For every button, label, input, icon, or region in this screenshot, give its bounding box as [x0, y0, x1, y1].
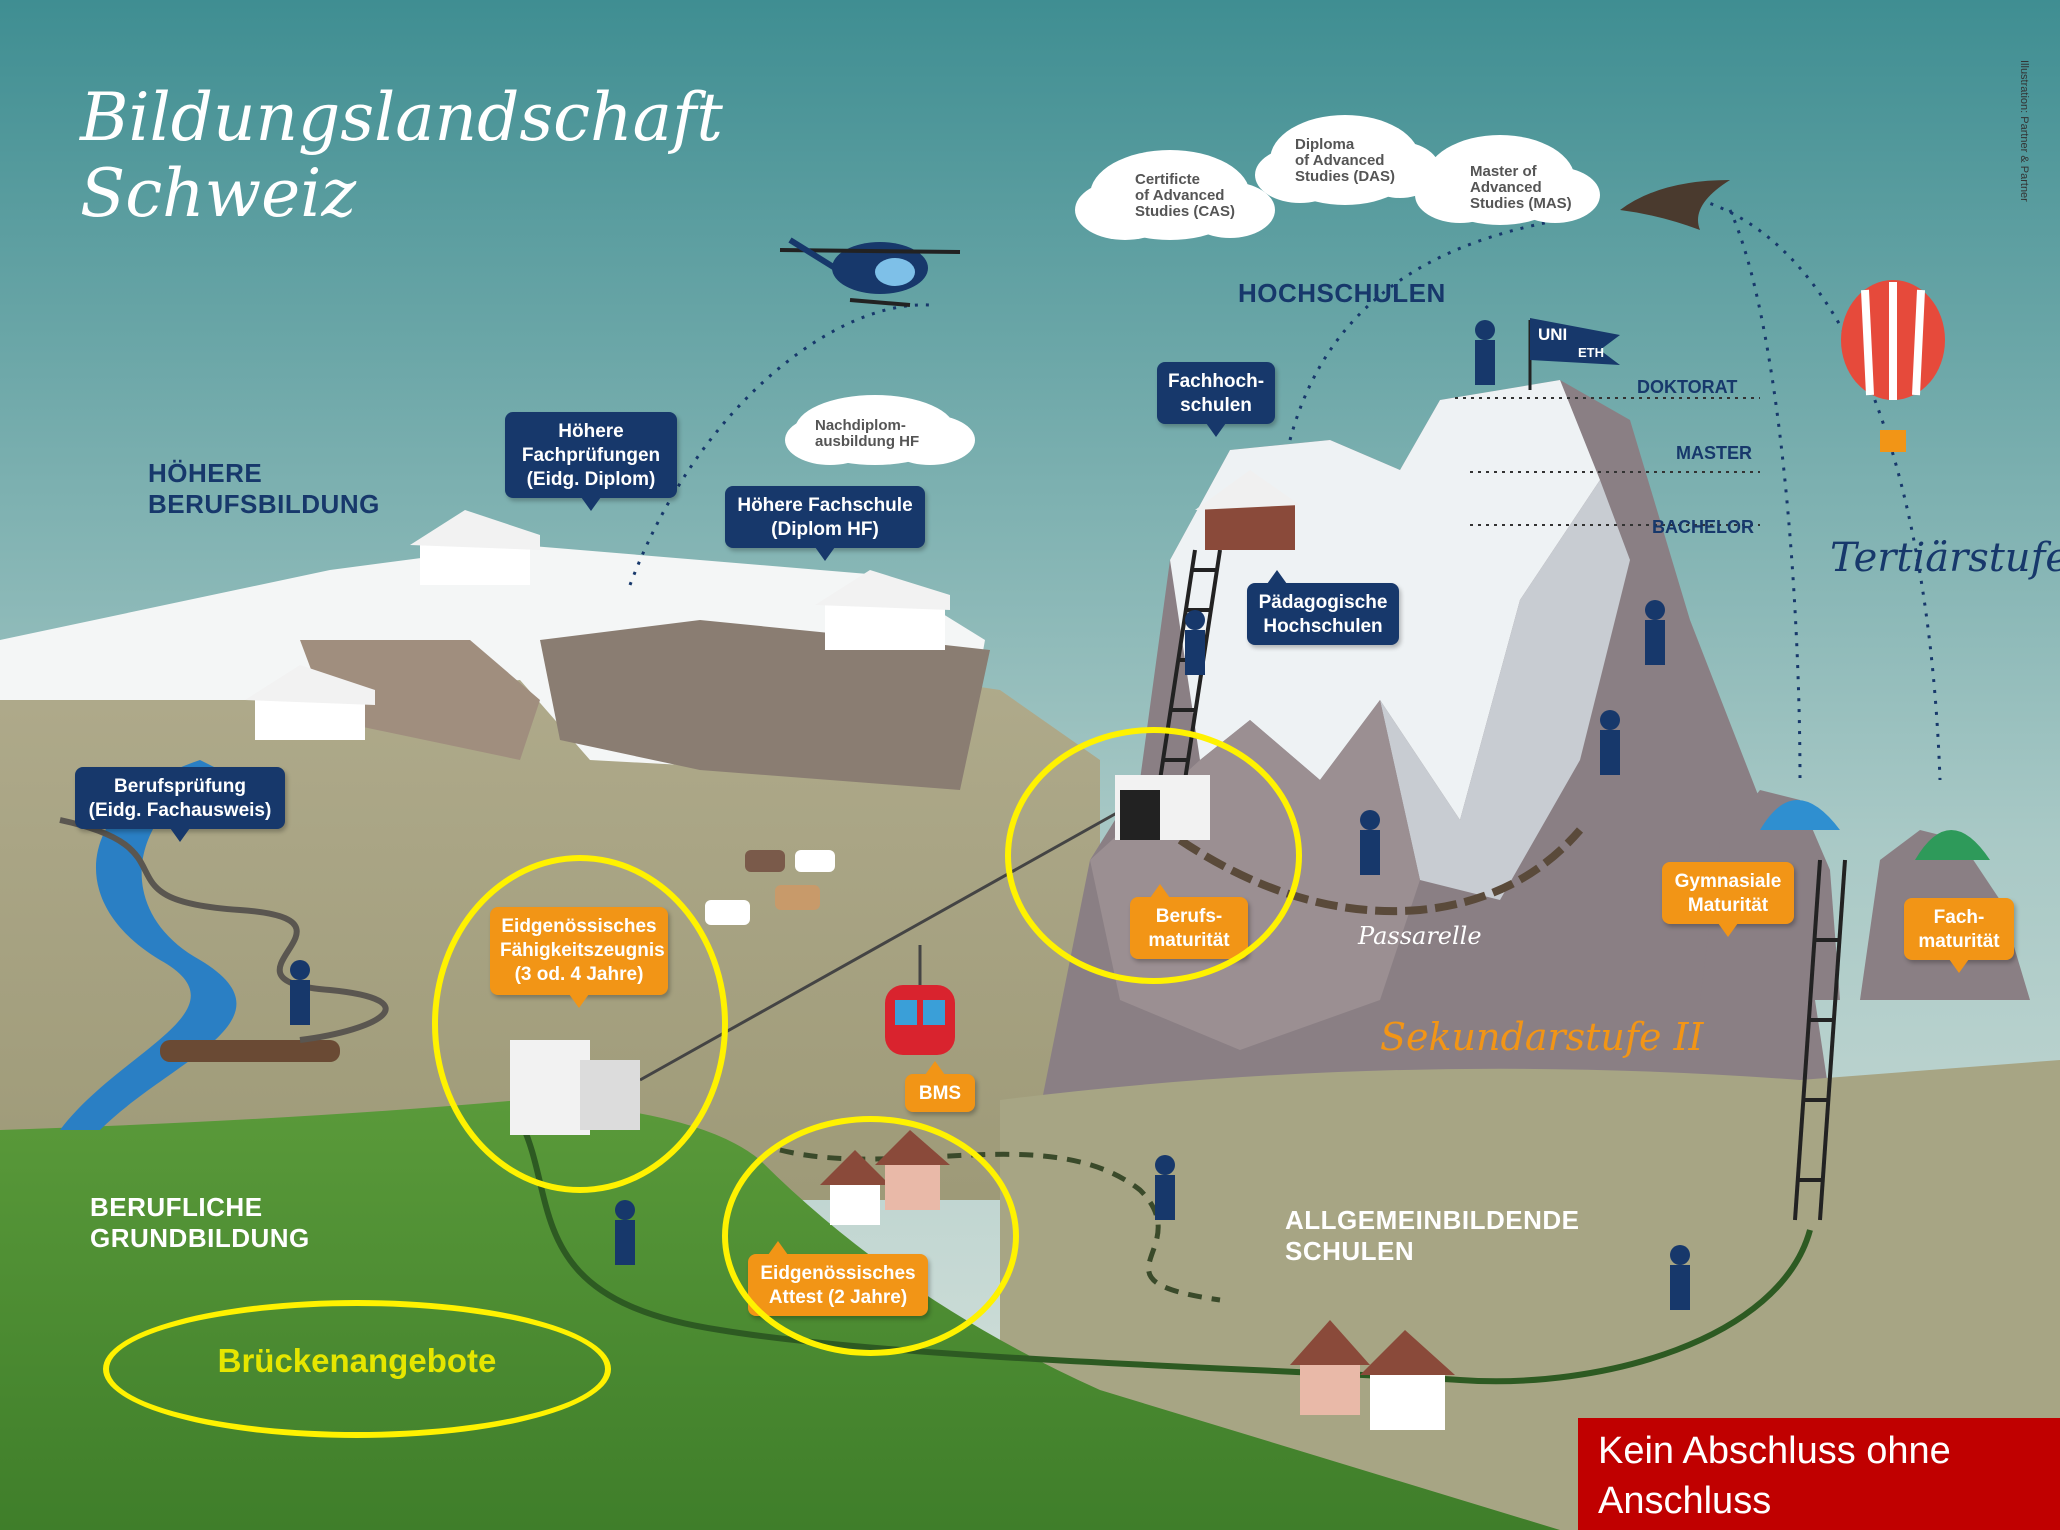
- highlight-ring-brueckenangebote: [103, 1300, 611, 1438]
- plateau-cliff: [540, 620, 990, 790]
- uni-eth-flag: [1528, 318, 1620, 390]
- cloud-das: [1255, 115, 1440, 205]
- flag-uni-label: UNI: [1538, 325, 1568, 344]
- highlight-ring-attest: [722, 1116, 1019, 1356]
- cloud-nachdiplom-label: Nachdiplom- ausbildung HF: [815, 417, 920, 450]
- people: [290, 320, 1690, 1310]
- level-bachelor: BACHELOR: [1652, 517, 1754, 537]
- flag-eth-label: ETH: [1578, 345, 1604, 360]
- box-fachmaturitaet: Fach- maturität: [1904, 898, 2014, 973]
- houses-schulen: [1290, 1320, 1455, 1430]
- hot-air-balloon: [1841, 280, 1945, 452]
- right-meadow: [1000, 1060, 2060, 1530]
- house-fachschule: [815, 570, 950, 650]
- eagle: [1620, 180, 1730, 230]
- box-hoehere-fachschule: Höhere Fachschule (Diplom HF): [725, 486, 925, 561]
- section-allgemeinbildende-schulen: ALLGEMEINBILDENDE SCHULEN: [1285, 1205, 1580, 1266]
- cloud-das-label: Diploma of Advanced Studies (DAS): [1295, 136, 1396, 185]
- section-berufliche-grundbildung: BERUFLICHE GRUNDBILDUNG: [90, 1192, 310, 1253]
- brueckenangebote-label: Brückenangebote: [217, 1342, 497, 1379]
- level-master: MASTER: [1676, 443, 1752, 463]
- path-left: [59, 817, 389, 1043]
- house-fachpruefungen: [410, 510, 540, 585]
- cloud-cas-label: Certificte of Advanced Studies (CAS): [1135, 171, 1236, 220]
- box-bms: BMS: [905, 1061, 975, 1112]
- level-doktorat: DOKTORAT: [1637, 377, 1738, 397]
- path-dashed: [779, 1147, 1221, 1303]
- cloud-nachdiplom: [785, 395, 975, 465]
- box-berufspruefung: Berufsprüfung (Eidg. Fachausweis): [75, 767, 285, 842]
- cloud-cas: [1075, 150, 1275, 240]
- illustration-credit: Illustration: Partner & Partner: [2018, 60, 2030, 202]
- plateau-cliff-left: [300, 640, 540, 760]
- box-fachhochschulen: Fachhoch- schulen: [1157, 362, 1275, 437]
- box-gymnasiale-maturitaet: Gymnasiale Maturität: [1662, 862, 1794, 937]
- arc-gym: [1728, 209, 1802, 781]
- highlight-ring-berufsmaturitaet: [1005, 727, 1302, 984]
- section-hochschulen: HOCHSCHULEN: [1238, 278, 1446, 308]
- path-bottom: [517, 1118, 1813, 1385]
- stage-tertiaerstufe: Tertiärstufe: [1830, 535, 2060, 581]
- hut-fh: [1195, 470, 1300, 550]
- ladder-right: [1793, 859, 1847, 1221]
- stage-sekundarstufe: Sekundarstufe II: [1380, 1015, 1704, 1059]
- diagram-title: Bildungslandschaft Schweiz: [80, 79, 723, 232]
- log-bridge: [160, 1040, 340, 1062]
- footer-note-box: Kein Abschluss ohne Anschluss: [1578, 1418, 2060, 1530]
- helicopter: [779, 237, 961, 307]
- cloud-mas: [1415, 135, 1600, 225]
- cows: [705, 850, 835, 925]
- box-paedagogische-hochschulen: Pädagogische Hochschulen: [1247, 570, 1399, 645]
- tent-blue: [1760, 800, 1840, 830]
- house-berufspruefung: [245, 665, 375, 740]
- section-hoehere-berufsbildung: HÖHERE BERUFSBILDUNG: [148, 458, 380, 519]
- highlight-ring-efz: [432, 855, 728, 1193]
- passarelle-label: Passarelle: [1358, 922, 1482, 950]
- tent-green: [1915, 830, 1990, 860]
- arc-helicopter: [628, 303, 931, 586]
- box-hoehere-fachpruefungen: Höhere Fachprüfungen (Eidg. Diplom): [505, 412, 677, 511]
- mountain-shadow: [1380, 480, 1630, 900]
- river: [60, 760, 237, 1130]
- cable-car: [885, 945, 955, 1055]
- cloud-mas-label: Master of Advanced Studies (MAS): [1470, 163, 1572, 212]
